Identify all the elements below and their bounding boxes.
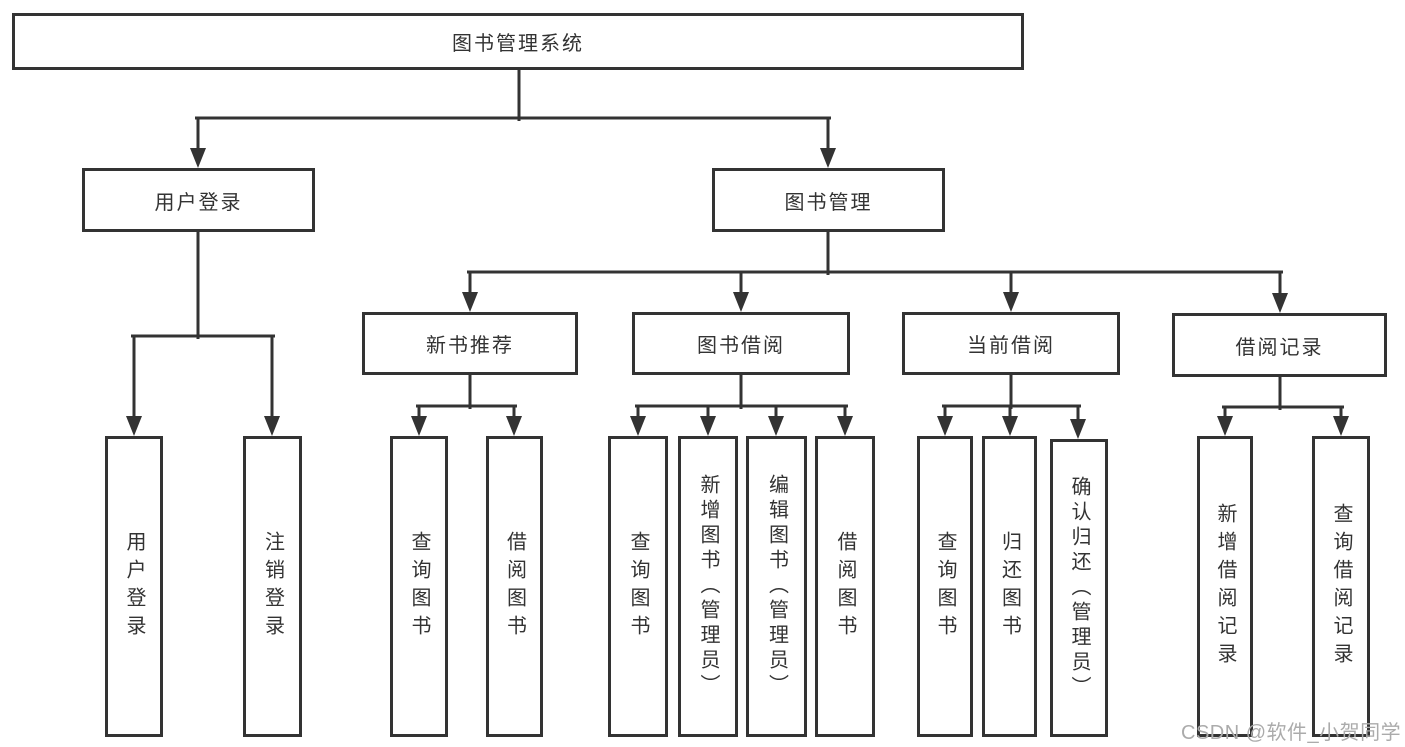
node-leaf-query-books-recommend: 查询图书 xyxy=(390,436,448,737)
node-leaf-borrow-books: 借阅图书 xyxy=(815,436,875,737)
node-library-management-system: 图书管理系统 xyxy=(12,13,1024,70)
csdn-watermark: CSDN @软件_小贺同学 xyxy=(1181,722,1402,744)
node-label: 注销登录 xyxy=(261,530,284,643)
node-leaf-query-books-borrowing: 查询图书 xyxy=(608,436,668,737)
node-borrowing-records: 借阅记录 xyxy=(1172,313,1387,377)
node-label: 新增借阅记录 xyxy=(1214,502,1236,671)
node-label: 当前借阅 xyxy=(967,335,1055,357)
node-label: 归还图书 xyxy=(998,530,1021,643)
node-book-management: 图书管理 xyxy=(712,168,945,232)
node-leaf-query-borrow-record: 查询借阅记录 xyxy=(1312,436,1370,737)
node-label: 新书推荐 xyxy=(426,335,514,357)
node-label: 借阅图书 xyxy=(503,530,526,643)
node-label: 新增图书（管理员） xyxy=(697,474,719,699)
node-label: 查询图书 xyxy=(627,530,649,643)
node-leaf-user-login: 用户登录 xyxy=(105,436,163,737)
node-leaf-borrow-books-recommend: 借阅图书 xyxy=(486,436,543,737)
node-current-borrowing: 当前借阅 xyxy=(902,312,1120,375)
node-label: 查询图书 xyxy=(934,530,956,643)
node-new-book-recommend: 新书推荐 xyxy=(362,312,578,375)
node-user-login: 用户登录 xyxy=(82,168,315,232)
node-leaf-add-books-admin: 新增图书（管理员） xyxy=(678,436,738,737)
node-label: 查询图书 xyxy=(408,530,430,643)
node-label: 用户登录 xyxy=(123,530,145,643)
node-book-borrowing: 图书借阅 xyxy=(632,312,850,375)
node-label: 图书管理 xyxy=(784,191,873,214)
node-label: 图书借阅 xyxy=(697,335,785,357)
node-leaf-edit-books-admin: 编辑图书（管理员） xyxy=(746,436,807,737)
node-label: 用户登录 xyxy=(154,191,243,214)
node-leaf-confirm-return-admin: 确认归还（管理员） xyxy=(1050,439,1108,737)
node-leaf-logout: 注销登录 xyxy=(243,436,302,737)
node-label: 借阅图书 xyxy=(834,530,856,643)
node-label: 确认归还（管理员） xyxy=(1068,475,1090,701)
node-leaf-add-borrow-record: 新增借阅记录 xyxy=(1197,436,1253,737)
node-label: 编辑图书（管理员） xyxy=(765,474,788,699)
node-label: 查询借阅记录 xyxy=(1330,502,1352,671)
node-label: 图书管理系统 xyxy=(452,33,584,55)
node-leaf-return-books: 归还图书 xyxy=(982,436,1037,737)
node-leaf-query-books-current: 查询图书 xyxy=(917,436,973,737)
node-label: 借阅记录 xyxy=(1235,336,1324,359)
